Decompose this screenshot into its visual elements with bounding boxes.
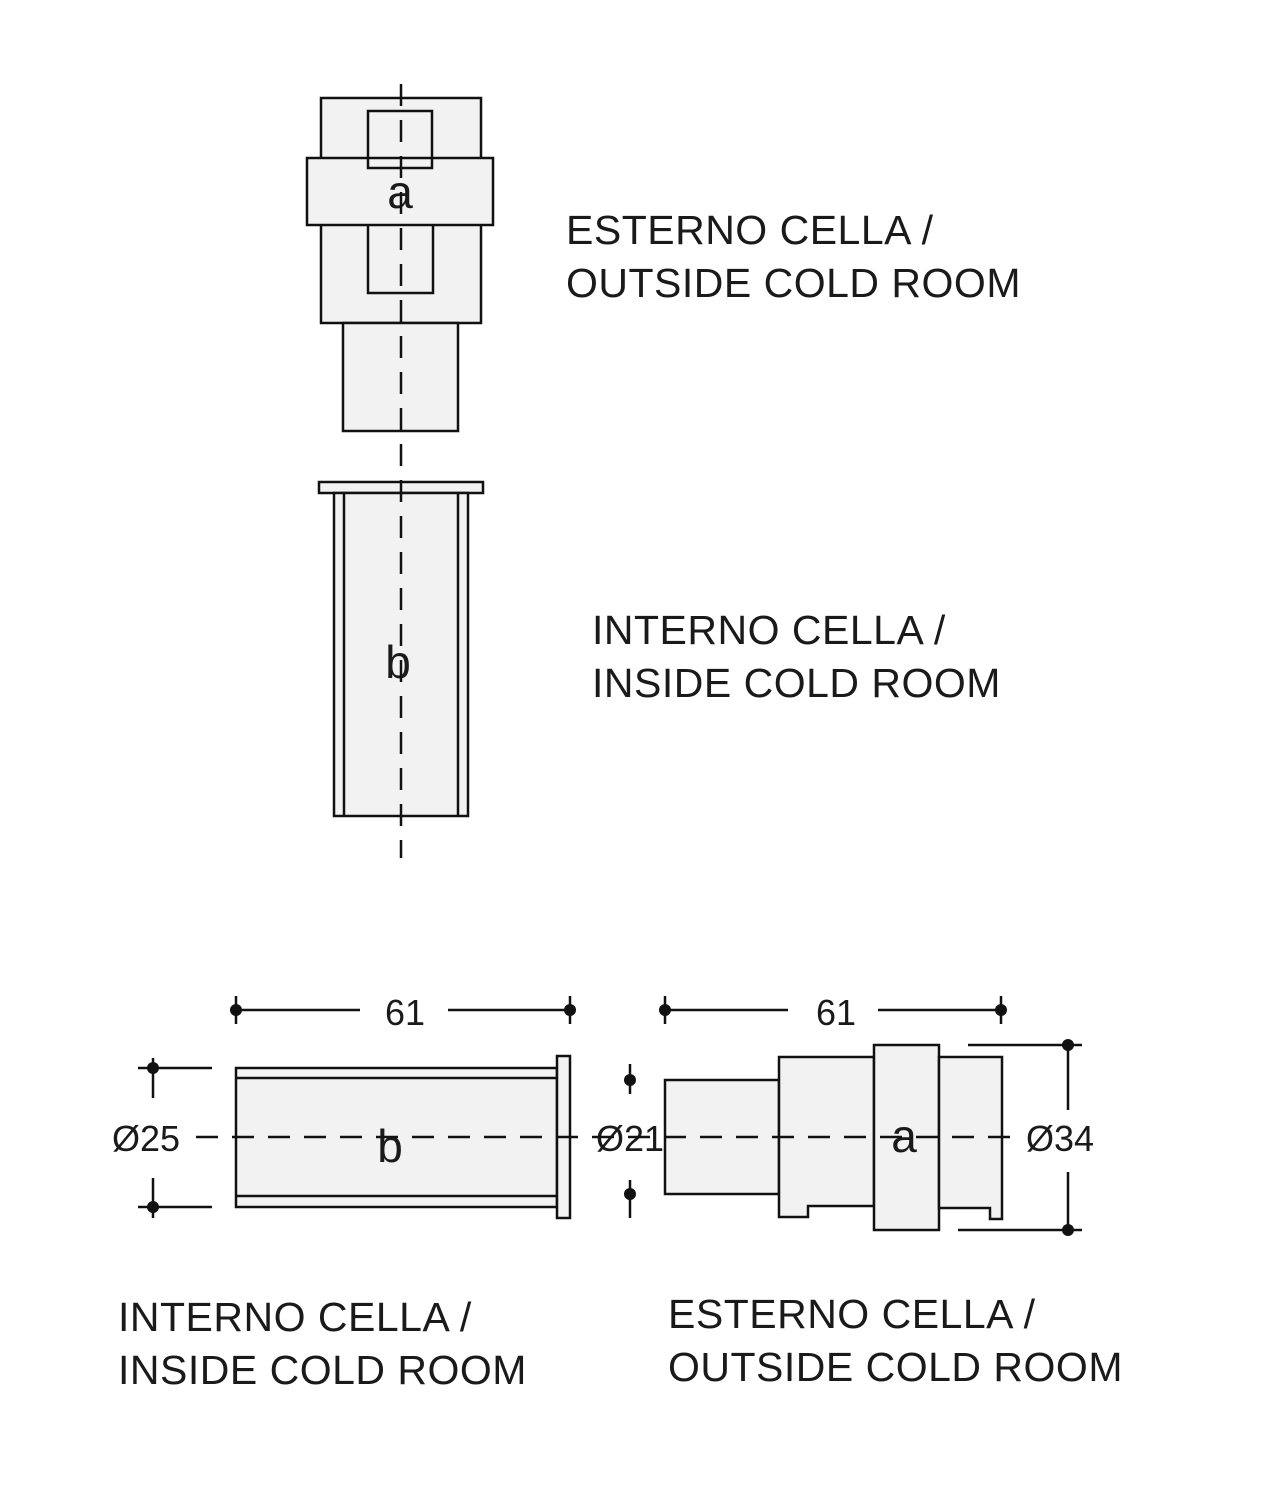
dim-length-b-end-left	[230, 1004, 242, 1016]
side-view-b: 61 Ø25 b INTERNO CELLA / INSIDE COLD ROO…	[112, 992, 576, 1393]
dim-dia-b-end-top	[147, 1062, 159, 1074]
dim-length-a-value: 61	[816, 992, 856, 1033]
side-a-label-line1: ESTERNO CELLA /	[668, 1291, 1036, 1337]
dim-dia-b-value: Ø25	[112, 1118, 180, 1159]
inside-label-line1: INTERNO CELLA /	[592, 607, 946, 653]
dim-dia-a-right-end-bottom	[1062, 1224, 1074, 1236]
part-b-tube	[332, 491, 470, 818]
top-view: a b ESTERNO CELLA / OUTSIDE COLD ROOM IN…	[305, 84, 1021, 858]
side-a-label-line2: OUTSIDE COLD ROOM	[668, 1344, 1123, 1390]
part-b-vertical: b	[317, 480, 485, 818]
dim-dia-a-right-value: Ø34	[1026, 1118, 1094, 1159]
side-b-label-line2: INSIDE COLD ROOM	[118, 1347, 527, 1393]
dim-length-b-value: 61	[385, 992, 425, 1033]
dim-dia-a-left-end-bottom	[624, 1188, 636, 1200]
dim-length-b-end-right	[564, 1004, 576, 1016]
dim-dia-a-left-end-top	[624, 1074, 636, 1086]
part-b-letter: b	[385, 636, 411, 688]
side-b-label-line1: INTERNO CELLA /	[118, 1294, 472, 1340]
outside-label-line2: OUTSIDE COLD ROOM	[566, 260, 1021, 306]
dim-dia-a-right-end-top	[1062, 1039, 1074, 1051]
dim-length-a-end-left	[659, 1004, 671, 1016]
dim-length-a-end-right	[995, 1004, 1007, 1016]
dim-dia-a-left-value: Ø21	[596, 1118, 664, 1159]
part-a-inner-socket	[366, 225, 435, 295]
outside-label-line1: ESTERNO CELLA /	[566, 207, 934, 253]
inside-label-line2: INSIDE COLD ROOM	[592, 660, 1001, 706]
dim-dia-b-end-bottom	[147, 1201, 159, 1213]
part-b-side-letter: b	[377, 1120, 403, 1172]
side-view-a: 61 Ø21 Ø34 a ESTERNO CELLA / OUTSIDE COL…	[596, 992, 1123, 1390]
